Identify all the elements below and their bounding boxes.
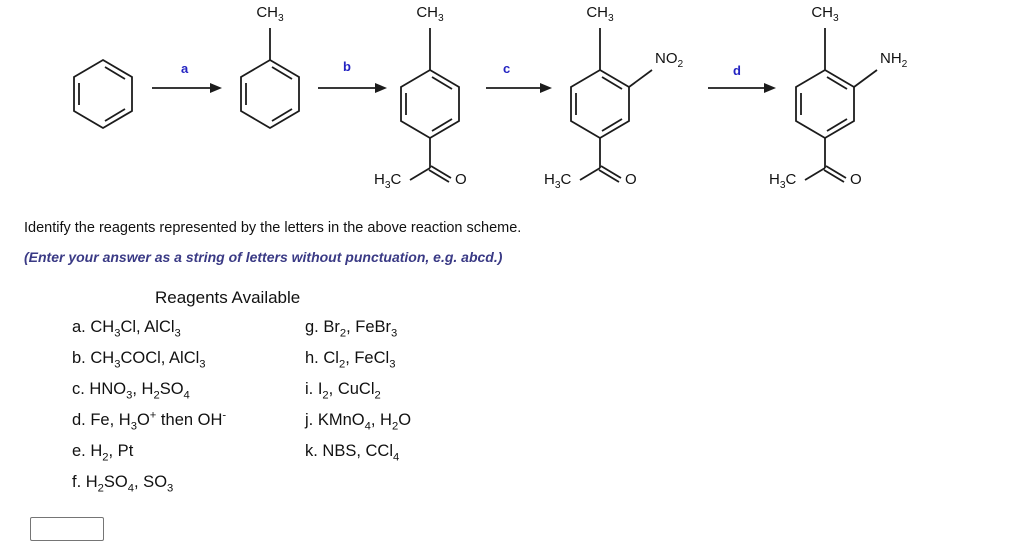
reagent-option-b: b. CH3COCl, AlCl3 bbox=[72, 349, 206, 371]
reagent-option-a: a. CH3Cl, AlCl3 bbox=[72, 318, 181, 340]
oxygen-label: O bbox=[850, 171, 862, 188]
amino-methyl-acetophenone-structure bbox=[795, 28, 878, 183]
reaction-arrow-a bbox=[152, 83, 222, 93]
reagents-heading: Reagents Available bbox=[155, 288, 301, 307]
reaction-arrow-c bbox=[486, 83, 552, 93]
arrow-label-b: b bbox=[343, 59, 351, 74]
arrow-label-d: d bbox=[733, 63, 741, 78]
nh2-label: NH2 bbox=[880, 50, 908, 70]
reagent-option-c: c. HNO3, H2SO4 bbox=[72, 380, 190, 402]
reagent-option-e: e. H2, Pt bbox=[72, 442, 134, 464]
ch3-label: CH3 bbox=[416, 4, 444, 24]
reagent-option-h: h. Cl2, FeCl3 bbox=[305, 349, 396, 371]
reaction-scheme bbox=[73, 28, 878, 183]
answer-input[interactable] bbox=[30, 517, 104, 541]
toluene-structure bbox=[240, 28, 300, 130]
benzene-structure bbox=[73, 58, 133, 130]
oxygen-label: O bbox=[455, 171, 467, 188]
answer-format-hint: (Enter your answer as a string of letter… bbox=[24, 249, 503, 265]
reaction-arrow-d bbox=[708, 83, 776, 93]
reagent-option-g: g. Br2, FeBr3 bbox=[305, 318, 398, 340]
reagent-option-k: k. NBS, CCl4 bbox=[305, 442, 400, 464]
ch3-label: CH3 bbox=[586, 4, 614, 24]
arrow-label-a: a bbox=[181, 61, 189, 76]
ch3-label: CH3 bbox=[811, 4, 839, 24]
ch3-label: CH3 bbox=[256, 4, 284, 24]
reagent-option-d: d. Fe, H3O+ then OH- bbox=[72, 409, 227, 433]
h3c-label: H3C bbox=[374, 171, 402, 191]
oxygen-label: O bbox=[625, 171, 637, 188]
reagent-option-j: j. KMnO4, H2O bbox=[305, 411, 412, 433]
question-prompt: Identify the reagents represented by the… bbox=[24, 220, 522, 236]
arrow-label-c: c bbox=[503, 61, 511, 76]
h3c-label: H3C bbox=[544, 171, 572, 191]
reaction-arrow-b bbox=[318, 83, 387, 93]
reagent-option-i: i. I2, CuCl2 bbox=[305, 380, 381, 402]
nitro-methyl-acetophenone-structure bbox=[570, 28, 653, 183]
no2-label: NO2 bbox=[655, 50, 684, 70]
h3c-label: H3C bbox=[769, 171, 797, 191]
reagent-option-f: f. H2SO4, SO3 bbox=[72, 473, 174, 495]
methyl-acetophenone-structure bbox=[400, 28, 460, 183]
